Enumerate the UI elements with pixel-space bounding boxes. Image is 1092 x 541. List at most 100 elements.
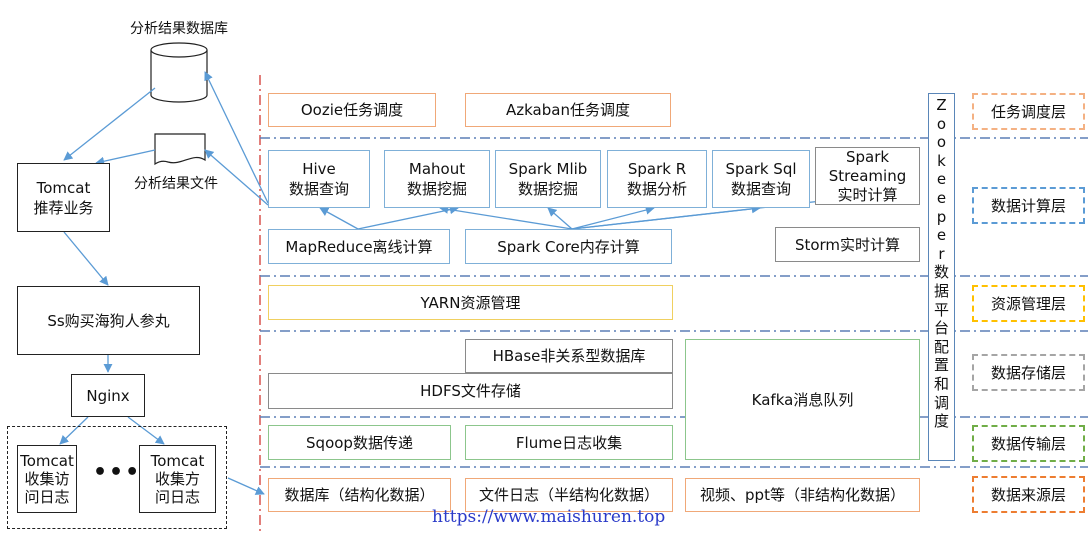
kafka-box: Kafka消息队列 — [685, 339, 920, 460]
flume-label: Flume日志收集 — [515, 433, 623, 452]
zookeeper-char: r — [938, 244, 945, 263]
arrow-file-to-tomcat — [95, 149, 156, 166]
spark-r-line1: Spark R — [627, 160, 687, 178]
source-video-box: 视频、ppt等（非结构化数据） — [685, 478, 920, 512]
zookeeper-char: o — [936, 114, 947, 133]
mapreduce-label: MapReduce离线计算 — [285, 237, 433, 256]
layer-label-transport: 数据传输层 — [972, 425, 1085, 462]
zookeeper-char: e — [936, 226, 947, 245]
tomcat-recommend-line2: 推荐业务 — [33, 198, 94, 217]
yarn-label: YARN资源管理 — [420, 293, 521, 312]
zookeeper-char: 台 — [933, 319, 949, 338]
zookeeper-box: Z o o k e e p e r 数 据 平 台 配 置 和 调 度 — [928, 93, 955, 461]
zookeeper-char: 调 — [933, 393, 949, 412]
hive-line1: Hive — [302, 160, 336, 178]
ellipsis-dots: ••• — [93, 460, 142, 485]
tomcat-recommend-box: Tomcat 推荐业务 — [17, 163, 110, 232]
ss-box: Ss购买海狗人参丸 — [17, 286, 200, 355]
hbase-label: HBase非关系型数据库 — [492, 347, 646, 365]
ss-label: Ss购买海狗人参丸 — [47, 311, 170, 330]
db-label: 分析结果数据库 — [130, 21, 228, 37]
database-cylinder-icon — [150, 42, 208, 103]
tomcat-log2-line3: 问日志 — [154, 488, 200, 506]
spark-core-label: Spark Core内存计算 — [497, 237, 640, 256]
spark-r-line2: 数据分析 — [626, 180, 687, 198]
spark-mlib-line2: 数据挖掘 — [517, 180, 578, 198]
source-log-box: 文件日志（半结构化数据） — [465, 478, 673, 512]
sqoop-label: Sqoop数据传递 — [306, 433, 413, 452]
mapreduce-box: MapReduce离线计算 — [268, 229, 450, 264]
arrow-tomcat-to-ss — [63, 231, 109, 286]
arrow-db-to-tomcat — [63, 87, 156, 161]
spark-streaming-line3: 实时计算 — [837, 185, 898, 204]
spark-sql-line2: 数据查询 — [730, 180, 791, 198]
hbase-box: HBase非关系型数据库 — [465, 339, 673, 373]
mahout-box: Mahout 数据挖掘 — [384, 150, 490, 208]
zookeeper-char: e — [936, 188, 947, 207]
mahout-line1: Mahout — [408, 160, 466, 178]
source-video-label: 视频、ppt等（非结构化数据） — [700, 486, 905, 504]
tomcat-log2-line1: Tomcat — [150, 452, 205, 470]
hive-box: Hive 数据查询 — [268, 150, 370, 208]
zookeeper-char: e — [936, 170, 947, 189]
zookeeper-char: 置 — [933, 356, 949, 375]
spark-mlib-box: Spark Mlib 数据挖掘 — [495, 150, 601, 208]
kafka-label: Kafka消息队列 — [751, 390, 854, 409]
source-log-label: 文件日志（半结构化数据） — [478, 486, 659, 504]
mahout-line2: 数据挖掘 — [406, 180, 467, 198]
source-db-box: 数据库（结构化数据） — [268, 478, 451, 512]
sqoop-box: Sqoop数据传递 — [268, 425, 451, 460]
zookeeper-char: 配 — [933, 337, 949, 356]
tomcat-log1-line2: 收集访 — [24, 470, 70, 488]
spark-streaming-line1: Spark — [845, 147, 890, 166]
oozie-box: Oozie任务调度 — [268, 93, 436, 127]
file-label: 分析结果文件 — [134, 176, 218, 192]
storm-label: Storm实时计算 — [794, 235, 901, 254]
zookeeper-char: Z — [936, 96, 947, 114]
spark-mlib-line1: Spark Mlib — [508, 160, 588, 178]
flume-box: Flume日志收集 — [465, 425, 673, 460]
arrow-platform-to-file — [204, 149, 269, 206]
layer-label-storage: 数据存储层 — [972, 354, 1085, 391]
arrow-logs-to-source — [227, 477, 265, 495]
tomcat-log-box-2: Tomcat 收集方 问日志 — [139, 445, 216, 513]
azkaban-box: Azkaban任务调度 — [465, 93, 671, 127]
arrow-core-to-mlib — [547, 207, 573, 230]
spark-streaming-box: Spark Streaming 实时计算 — [815, 147, 920, 205]
storm-box: Storm实时计算 — [775, 227, 920, 262]
spark-r-box: Spark R 数据分析 — [607, 150, 707, 208]
layer-label-compute: 数据计算层 — [972, 187, 1085, 224]
tomcat-log2-line2: 收集方 — [154, 470, 200, 488]
zookeeper-char: 数 — [933, 263, 949, 282]
arrow-mr-to-mahout — [357, 205, 459, 230]
tomcat-log1-line3: 问日志 — [24, 488, 70, 506]
zookeeper-char: 和 — [933, 374, 949, 393]
nginx-label: Nginx — [86, 386, 130, 405]
zookeeper-char: k — [937, 151, 946, 170]
arrow-platform-to-db — [204, 71, 269, 204]
spark-core-box: Spark Core内存计算 — [465, 229, 672, 264]
watermark-url: https://www.maishuren.top — [432, 507, 666, 527]
zookeeper-char: 据 — [933, 281, 949, 300]
source-db-label: 数据库（结构化数据） — [284, 486, 435, 504]
result-file-icon — [154, 133, 206, 166]
tomcat-log-box-1: Tomcat 收集访 问日志 — [17, 445, 77, 513]
layer-label-resource: 资源管理层 — [972, 285, 1085, 322]
hdfs-label: HDFS文件存储 — [420, 382, 521, 400]
nginx-box: Nginx — [71, 374, 145, 417]
arrow-core-to-sparkr — [571, 205, 655, 230]
arrow-nginx-to-log2 — [127, 416, 165, 445]
spark-sql-box: Spark Sql 数据查询 — [712, 150, 810, 208]
spark-streaming-line2: Streaming — [828, 166, 907, 185]
oozie-label: Oozie任务调度 — [300, 101, 404, 119]
layer-label-schedule: 任务调度层 — [972, 93, 1085, 130]
hdfs-box: HDFS文件存储 — [268, 373, 673, 409]
tomcat-recommend-line1: Tomcat — [36, 178, 91, 197]
arrow-nginx-to-log1 — [59, 416, 89, 445]
yarn-box: YARN资源管理 — [268, 285, 673, 320]
zookeeper-char: o — [936, 133, 947, 152]
log-collector-group — [7, 426, 227, 529]
hive-line2: 数据查询 — [288, 180, 349, 198]
tomcat-log1-line1: Tomcat — [20, 452, 74, 470]
azkaban-label: Azkaban任务调度 — [506, 101, 630, 119]
